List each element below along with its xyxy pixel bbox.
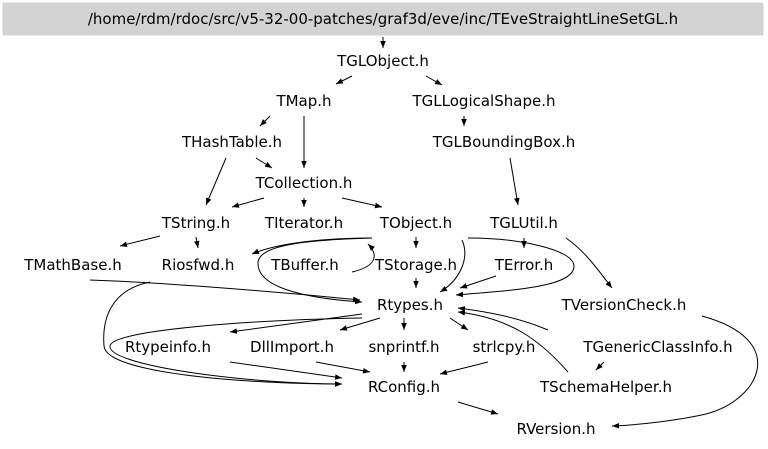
edge-dllimport-rconfig <box>315 361 371 374</box>
edge-tobject-rtypes <box>439 239 466 293</box>
edge-thashtable-tstring <box>205 157 227 206</box>
node-rversion[interactable]: RVersion.h <box>516 420 595 438</box>
edge-thashtable-tcollection <box>255 157 273 169</box>
edge-tversioncheck-rversion <box>611 315 759 429</box>
node-tmathbase[interactable]: TMathBase.h <box>23 256 122 274</box>
node-strlcpy[interactable]: strlcpy.h <box>473 338 536 356</box>
edge-terror-rtypes <box>459 275 497 289</box>
edge-rconfig-rversion <box>457 401 499 415</box>
node-tmap[interactable]: TMap.h <box>275 92 331 110</box>
node-tcollection[interactable]: TCollection.h <box>255 174 353 192</box>
edge-tmathbase-rtypes <box>89 279 361 303</box>
edge-tglutil-tversioncheck <box>565 237 613 289</box>
edge-tobject-titerator-back <box>251 237 373 255</box>
edge-strlcpy-rconfig <box>439 361 489 376</box>
edge-tglobject-tgllogicalshape <box>425 75 443 86</box>
node-tglobject[interactable]: TGLObject.h <box>336 52 429 70</box>
node-rtypes[interactable]: Rtypes.h <box>377 296 443 314</box>
node-tversioncheck[interactable]: TVersionCheck.h <box>561 296 687 314</box>
root-node-box <box>2 2 764 36</box>
edge-tcollection-tobject <box>341 197 383 209</box>
edge-riosfwd-rconfig <box>103 281 343 387</box>
node-tobject[interactable]: TObject.h <box>379 214 452 232</box>
edge-tglutil-rtypes <box>455 237 575 298</box>
node-tstorage[interactable]: TStorage.h <box>374 256 457 274</box>
node-tschemahelper[interactable]: TSchemaHelper.h <box>539 378 672 396</box>
edge-tgenericclassinfo-tschemahelper <box>595 361 605 371</box>
edge-rtypes-strlcpy <box>449 317 469 331</box>
node-root-label: /home/rdm/rdoc/src/v5-32-00-patches/graf… <box>88 10 678 28</box>
node-tgenericclassinfo[interactable]: TGenericClassInfo.h <box>582 338 732 356</box>
node-tbuffer[interactable]: TBuffer.h <box>270 256 339 274</box>
edge-rtypeinfo-rconfig <box>229 361 343 380</box>
node-rconfig[interactable]: RConfig.h <box>368 378 440 396</box>
node-rtypeinfo[interactable]: Rtypeinfo.h <box>125 338 211 356</box>
edge-tglobject-tmap <box>335 75 353 85</box>
edge-tcollection-tstring <box>231 197 265 208</box>
edge-tbuffer-tobject <box>351 243 375 273</box>
edge-tschemahelper-rtypes <box>457 310 569 373</box>
node-tstring[interactable]: TString.h <box>161 214 230 232</box>
edge-tmap-thashtable <box>259 115 271 127</box>
edge-tglboundingbox-tglutil <box>509 157 520 206</box>
node-tglboundingbox[interactable]: TGLBoundingBox.h <box>432 133 576 151</box>
node-tgllogicalshape[interactable]: TGLLogicalShape.h <box>412 92 556 110</box>
node-snprintf[interactable]: snprintf.h <box>368 338 439 356</box>
node-tglutil[interactable]: TGLUtil.h <box>489 214 558 232</box>
edge-tgenericclassinfo-rtypes <box>457 306 549 331</box>
node-thashtable[interactable]: THashTable.h <box>181 133 282 151</box>
edge-rtypes-dllimport <box>339 317 381 331</box>
node-terror[interactable]: TError.h <box>494 256 554 274</box>
edge-tstring-riosfwd <box>193 236 200 249</box>
node-root[interactable]: /home/rdm/rdoc/src/v5-32-00-patches/graf… <box>2 2 764 36</box>
node-titerator[interactable]: TIterator.h <box>264 214 343 232</box>
edge-rtypes-rtypeinfo <box>229 313 363 334</box>
node-riosfwd[interactable]: Riosfwd.h <box>162 256 235 274</box>
node-dllimport[interactable]: DllImport.h <box>250 338 334 356</box>
edges <box>89 37 759 429</box>
nodes: /home/rdm/rdoc/src/v5-32-00-patches/graf… <box>2 2 764 438</box>
edge-tstring-tmathbase <box>119 235 161 248</box>
edge-tobject-tbuffer <box>257 237 373 305</box>
edge-rtypes-rconfig <box>109 317 363 387</box>
